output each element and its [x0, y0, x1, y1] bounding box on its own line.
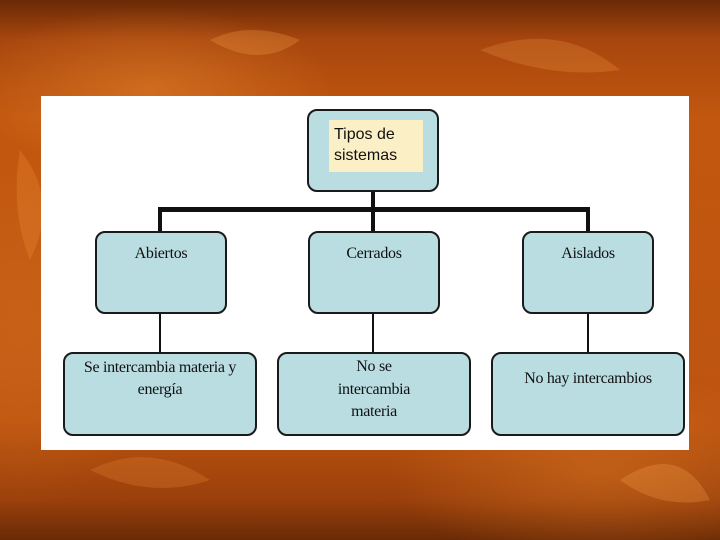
connector-aislados-down: [587, 312, 589, 354]
diagram-panel: Tipos de sistemas Abiertos Cerrados Aisl…: [41, 96, 689, 450]
connector-root-down: [371, 190, 375, 208]
category-node-cerrados: Cerrados: [308, 231, 440, 314]
connector-cerrados-up: [371, 207, 375, 232]
description-node-abiertos: Se intercambia materia y energía: [63, 352, 257, 436]
connector-abiertos-down: [159, 312, 161, 354]
category-node-abiertos: Abiertos: [95, 231, 227, 314]
description-text-cerrados: No se intercambia materia: [337, 358, 411, 421]
root-node: Tipos de sistemas: [307, 109, 439, 192]
connector-aislados-up: [586, 207, 590, 232]
category-label-cerrados: Cerrados: [346, 245, 402, 263]
description-text-abiertos: Se intercambia materia y energía: [83, 358, 237, 398]
category-node-aislados: Aislados: [522, 231, 654, 314]
description-node-aislados: No hay intercambios: [491, 352, 685, 436]
category-label-aislados: Aislados: [561, 245, 615, 263]
connector-abiertos-up: [158, 207, 162, 232]
description-node-cerrados: No se intercambia materia: [277, 352, 471, 436]
root-node-label: Tipos de sistemas: [329, 120, 423, 172]
category-label-abiertos: Abiertos: [134, 245, 188, 263]
connector-cerrados-down: [372, 312, 374, 354]
description-text-aislados: No hay intercambios: [524, 369, 652, 387]
